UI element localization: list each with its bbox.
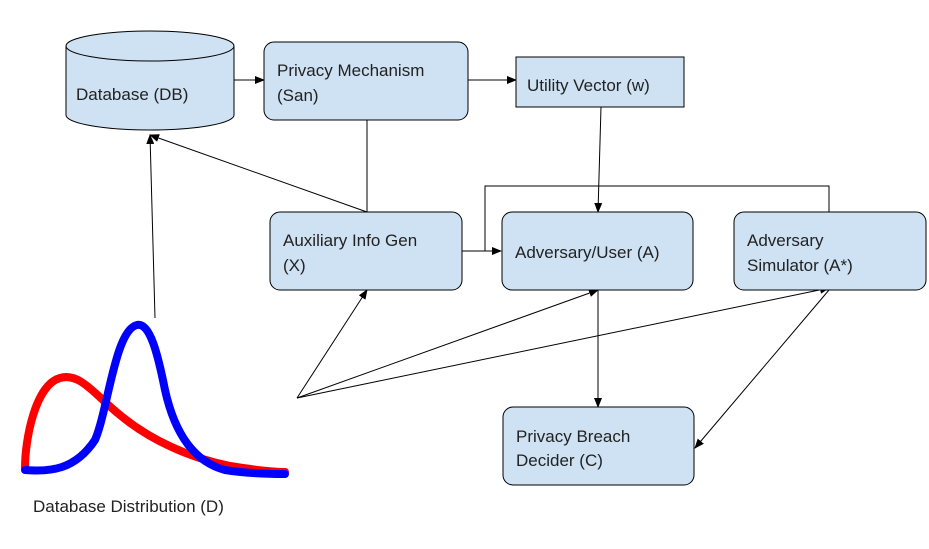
auxiliary-info-label-line2: (X) bbox=[283, 256, 306, 275]
adversary-simulator-node: Adversary Simulator (A*) bbox=[733, 211, 927, 291]
breach-decider-node: Privacy Breach Decider (C) bbox=[502, 406, 695, 486]
edge-simulator-feedback bbox=[484, 185, 830, 251]
edges bbox=[146, 76, 830, 449]
edge-source-to-auxiliary-info bbox=[296, 289, 368, 399]
adversary-user-label: Adversary/User (A) bbox=[515, 243, 660, 262]
edge-distribution-to-db bbox=[146, 134, 156, 319]
privacy-mechanism-node: Privacy Mechanism (San) bbox=[263, 41, 469, 121]
breach-decider-label-line1: Privacy Breach bbox=[516, 427, 630, 446]
adversary-simulator-box bbox=[733, 211, 927, 291]
adversary-user-node: Adversary/User (A) bbox=[501, 211, 694, 291]
database-label: Database (DB) bbox=[76, 85, 188, 104]
utility-vector-node: Utility Vector (w) bbox=[515, 56, 685, 108]
distribution-curve-red bbox=[21, 373, 289, 476]
database-cylinder-body bbox=[65, 46, 235, 131]
auxiliary-info-node: Auxiliary Info Gen (X) bbox=[269, 211, 463, 291]
utility-vector-label: Utility Vector (w) bbox=[527, 76, 650, 95]
edge-simulator-to-breach-decider bbox=[694, 289, 830, 449]
auxiliary-info-label-line1: Auxiliary Info Gen bbox=[283, 231, 417, 250]
adversary-simulator-label-line1: Adversary bbox=[747, 231, 824, 250]
adversary-user-box bbox=[501, 211, 694, 291]
database-node: Database (DB) bbox=[65, 30, 235, 131]
distribution-plot: Database Distribution (D) bbox=[21, 320, 289, 516]
privacy-mechanism-label-line1: Privacy Mechanism bbox=[277, 61, 424, 80]
edge-source-to-simulator bbox=[296, 285, 830, 399]
privacy-mechanism-label-line2: (San) bbox=[277, 86, 319, 105]
auxiliary-info-box bbox=[269, 211, 463, 291]
breach-decider-box bbox=[502, 406, 695, 486]
database-cylinder-top bbox=[65, 30, 235, 62]
distribution-curve-blue bbox=[21, 320, 289, 478]
distribution-label: Database Distribution (D) bbox=[33, 497, 224, 516]
edge-auxiliary-info-to-db bbox=[149, 134, 368, 213]
breach-decider-label-line2: Decider (C) bbox=[516, 451, 603, 470]
utility-vector-box bbox=[515, 56, 685, 108]
privacy-mechanism-box bbox=[263, 41, 469, 121]
edge-utility-vector-to-adversary-user bbox=[594, 106, 603, 213]
adversary-simulator-label-line2: Simulator (A*) bbox=[747, 256, 853, 275]
edge-source-to-adversary-user bbox=[296, 289, 599, 399]
